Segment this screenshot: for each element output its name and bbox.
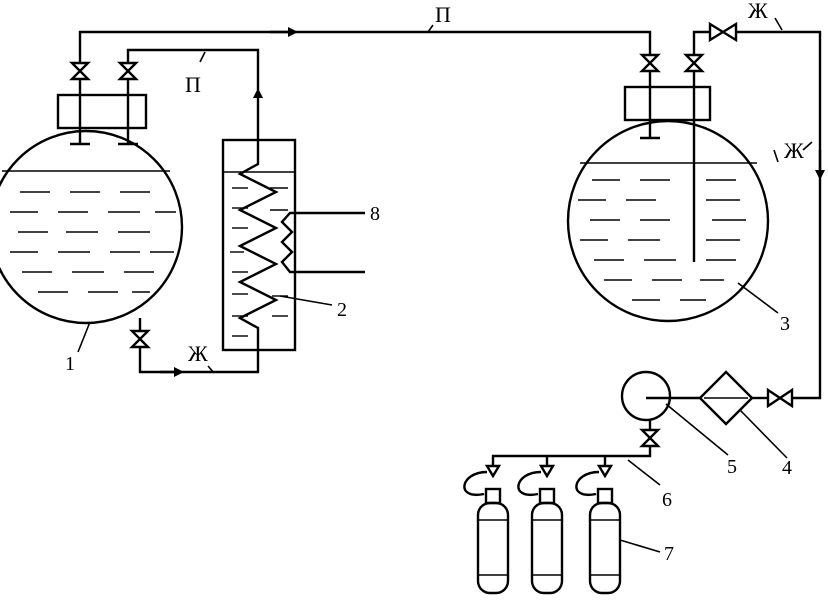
heat-exchanger-2: 8 (221, 105, 380, 352)
label-8: 8 (370, 203, 380, 225)
valve-pump-outlet[interactable] (639, 428, 661, 448)
vessel-3 (566, 80, 770, 323)
valve-top-right[interactable] (708, 21, 738, 43)
vapor-pipe-left (126, 48, 260, 90)
label-6: 6 (662, 489, 672, 511)
cylinder-valve-3[interactable] (596, 464, 614, 479)
flow-label-vapor-top: П (435, 2, 451, 27)
filter-4-body (698, 370, 754, 426)
valve-filter-inlet[interactable] (766, 387, 794, 409)
flow-label-liquid-top-right: Ж (748, 0, 768, 23)
flow-label-liquid-right: Ж (784, 138, 804, 163)
vessel-1-body (0, 129, 184, 325)
vessel-1 (0, 88, 184, 325)
flow-label-vapor-left: П (185, 72, 201, 97)
label-5: 5 (727, 456, 737, 478)
label-4: 4 (782, 457, 792, 479)
cylinder-valve-2[interactable] (538, 464, 556, 479)
label-1: 1 (65, 353, 75, 375)
pump-5 (620, 370, 677, 422)
vessel-3-body (566, 119, 770, 323)
heat-exchanger-2-coil (237, 105, 279, 340)
cylinder-2 (530, 487, 564, 595)
valve-v3-left[interactable] (639, 53, 661, 73)
cylinder-1 (476, 487, 510, 595)
cylinder-valve-1[interactable] (484, 464, 502, 479)
filter-4 (698, 370, 754, 426)
label-3: 3 (780, 313, 790, 335)
pump-5-body (620, 370, 672, 422)
vessel-3-dome (623, 85, 712, 122)
valve-v1-bottom[interactable] (129, 329, 151, 349)
valve-v1-right[interactable] (117, 61, 139, 81)
label-7: 7 (664, 543, 674, 565)
cylinder-3 (588, 487, 622, 595)
manifold-6 (491, 446, 652, 465)
coil-8 (280, 211, 365, 274)
liquid-pipe-right (692, 30, 822, 400)
valve-v3-right[interactable] (683, 53, 705, 73)
vessel-1-liquid-hatching (10, 191, 176, 293)
flow-label-liquid-bottom: Ж (188, 341, 208, 366)
vessel-1-dome (56, 93, 148, 130)
vapor-pipe-top (78, 30, 652, 63)
valve-v1-left[interactable] (69, 61, 91, 81)
label-2: 2 (337, 299, 347, 321)
liquid-pipe-bottom (138, 318, 260, 374)
